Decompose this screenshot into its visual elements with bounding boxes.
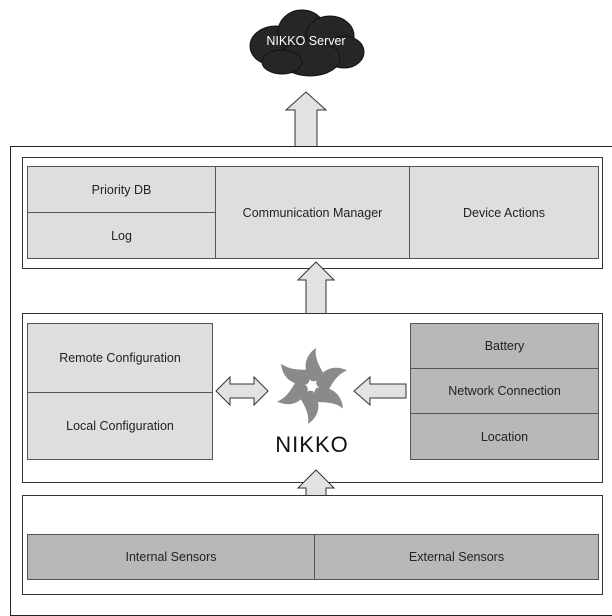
priority-db-box: Priority DB <box>27 166 216 213</box>
log-box: Log <box>27 212 216 259</box>
nikko-title: NIKKO <box>275 432 349 457</box>
external-sensors-box: External Sensors <box>314 534 599 580</box>
nikko-logo-icon <box>277 348 347 424</box>
bidirectional-arrow <box>215 375 269 407</box>
remote-configuration-box: Remote Configuration <box>27 323 213 393</box>
nikko-server-cloud: NIKKO Server <box>240 2 372 82</box>
network-connection-box: Network Connection <box>410 368 599 414</box>
location-box: Location <box>410 413 599 460</box>
cloud-label: NIKKO Server <box>266 34 346 48</box>
battery-box: Battery <box>410 323 599 369</box>
internal-sensors-box: Internal Sensors <box>27 534 315 580</box>
communication-manager-box: Communication Manager <box>215 166 410 259</box>
device-actions-box: Device Actions <box>409 166 599 259</box>
cloud-icon <box>249 9 365 77</box>
local-configuration-box: Local Configuration <box>27 392 213 460</box>
arrow-from-context <box>353 375 407 407</box>
